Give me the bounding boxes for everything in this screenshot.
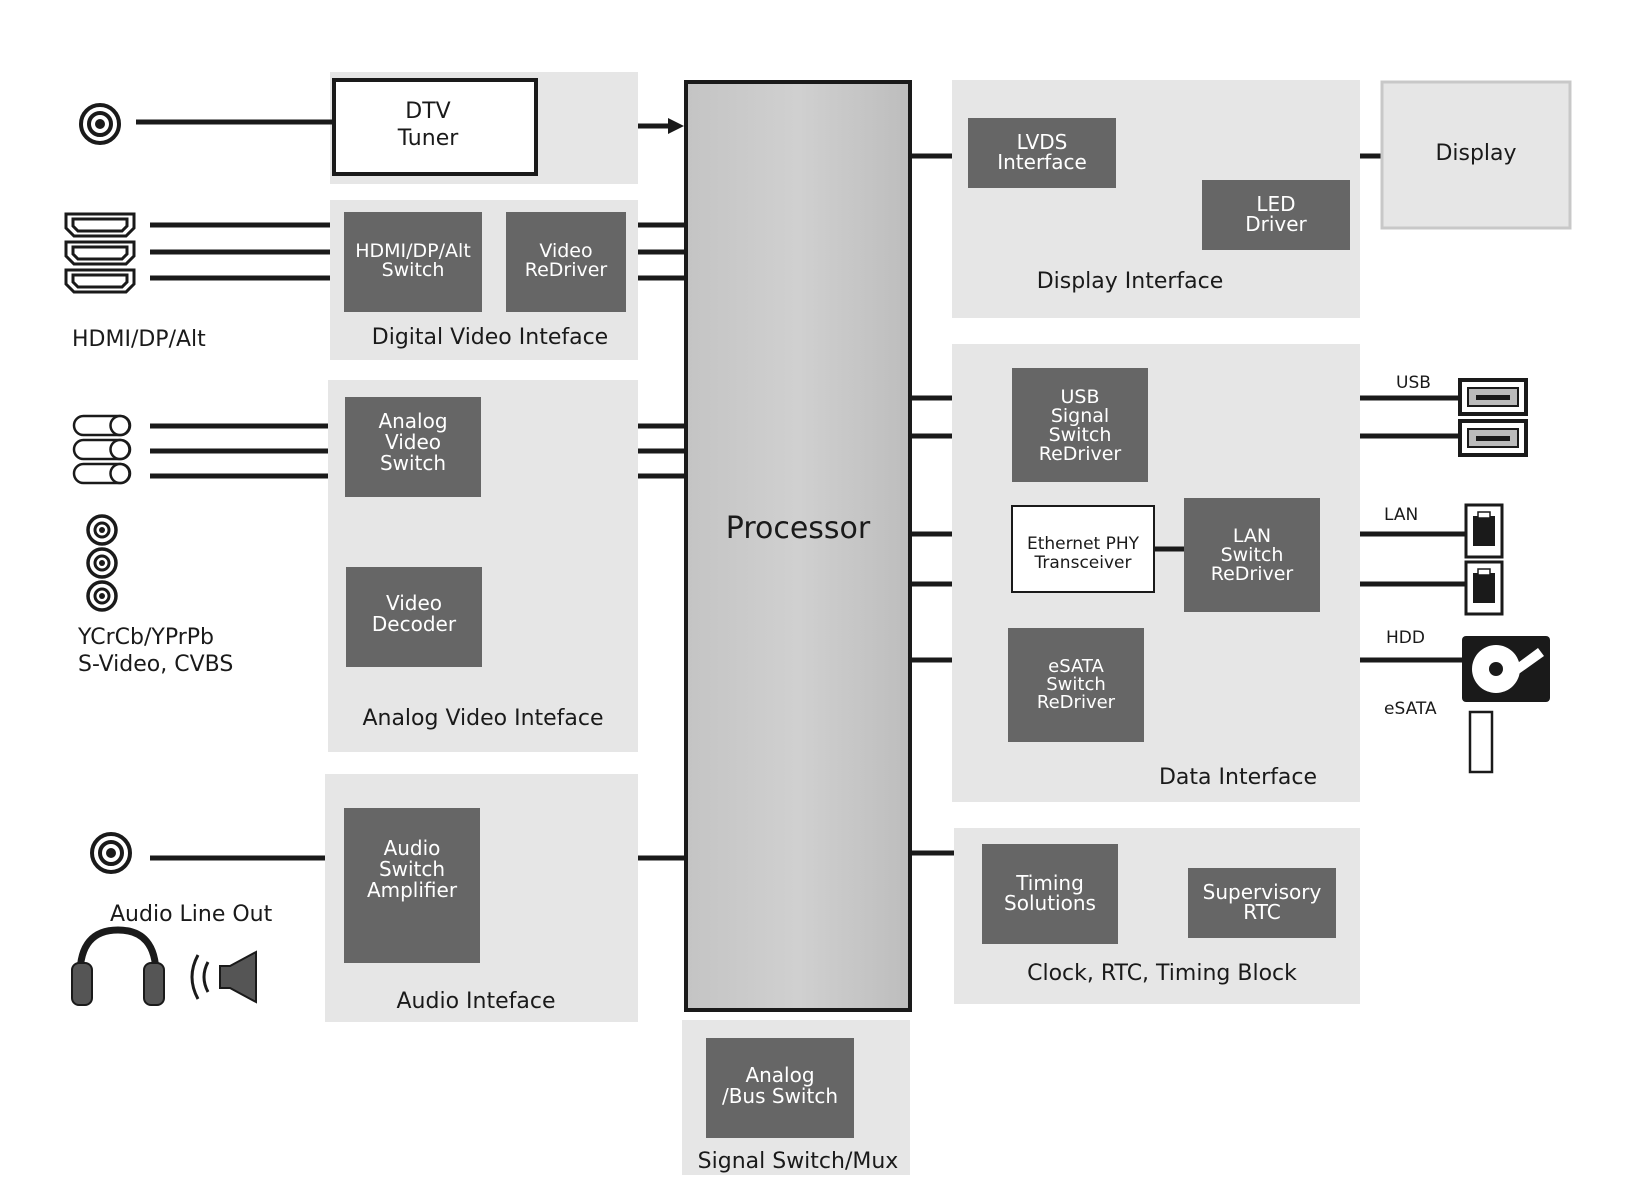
video-redriver-line-2: ReDriver [525,259,608,281]
esata-redriver-chip [1008,628,1144,742]
usb-line-3: Switch [1049,424,1112,446]
lan-port-icon [1464,503,1504,616]
lan-redriver-chip [1184,498,1320,612]
analog-bus-switch-chip [706,1038,854,1138]
display-interface-title: Display Interface [1037,269,1224,294]
processor-block [684,80,912,1012]
lvds-line-1: LVDS [1017,130,1068,154]
display-label: Display [1435,141,1516,166]
hdmi-connector-icon [64,212,136,294]
headphones-icon [71,926,165,1006]
timing-line-2: Solutions [1004,891,1096,915]
usb-port-label: USB [1396,373,1431,393]
analog-switch-line-3: Switch [380,451,446,475]
clock-block-title: Clock, RTC, Timing Block [1027,961,1297,986]
ethernet-line-1: Ethernet PHY [1027,534,1140,554]
svideo-connector-icon [72,414,132,485]
signal-switch-title: Signal Switch/Mux [698,1149,899,1174]
display-box [1380,80,1572,230]
analog-switch-line-1: Analog [378,409,447,433]
esata-line-1: eSATA [1048,656,1104,677]
led-driver-chip [1202,180,1350,250]
hdd-port-label: HDD [1386,628,1425,648]
rtc-line-1: Supervisory [1203,880,1322,904]
hdmi-switch-line-1: HDMI/DP/Alt [355,240,471,262]
usb-redriver-chip [1012,368,1148,482]
esata-line-2: Switch [1046,674,1106,695]
lan-line-1: LAN [1233,525,1271,547]
usb-port-icon [1458,378,1528,457]
supervisory-rtc-chip [1188,868,1336,938]
bus-switch-line-2: /Bus Switch [722,1084,838,1108]
usb-line-2: Signal [1051,405,1109,427]
analog-input-label-1: YCrCb/YPrPb [77,625,214,650]
ethernet-phy-box [1011,505,1155,593]
lvds-interface-chip [968,118,1116,188]
audio-amp-chip [344,808,480,963]
led-line-1: LED [1256,192,1295,216]
video-redriver-chip [506,212,626,312]
esata-port-icon [1468,710,1494,774]
hdmi-switch-chip [344,212,482,312]
video-redriver-line-1: Video [539,240,592,262]
dtv-tuner-box [332,78,538,176]
analog-switch-line-2: Video [385,430,441,454]
rca-connector-icon [86,514,118,612]
esata-port-label: eSATA [1384,699,1437,719]
decoder-line-1: Video [386,591,442,615]
tuner-line-2: Tuner [397,126,460,151]
lan-port-label: LAN [1384,505,1418,525]
data-interface-title: Data Interface [1159,765,1317,790]
analog-video-switch-chip [345,397,481,497]
coax-connector-icon [79,103,121,145]
audio-jack-icon [90,832,132,874]
audio-amp-line-1: Audio [384,836,441,860]
video-decoder-chip [346,567,482,667]
hdd-icon [1462,636,1550,702]
lan-line-3: ReDriver [1211,563,1294,585]
audio-title: Audio Inteface [397,989,556,1014]
hdmi-switch-line-2: Switch [382,259,445,281]
tuner-arrow-head [668,118,684,134]
analog-input-label-2: S-Video, CVBS [78,652,233,677]
usb-line-4: ReDriver [1039,443,1122,465]
esata-line-3: ReDriver [1037,692,1116,713]
digital-video-title: Digital Video Inteface [372,325,608,350]
timing-line-1: Timing [1015,871,1084,895]
led-line-2: Driver [1245,212,1307,236]
tuner-line-1: DTV [405,99,450,124]
hdmi-label: HDMI/DP/Alt [72,327,206,352]
rtc-line-2: RTC [1243,900,1280,924]
audio-amp-line-2: Switch [379,857,445,881]
ethernet-line-2: Transceiver [1034,553,1132,573]
audio-amp-line-3: Amplifier [367,878,458,902]
bus-switch-line-1: Analog [745,1063,814,1087]
lvds-line-2: Interface [997,150,1087,174]
analog-video-title: Analog Video Inteface [362,706,603,731]
audio-line-out-label: Audio Line Out [110,902,273,927]
decoder-line-2: Decoder [372,612,457,636]
processor-label: Processor [726,511,871,546]
speaker-icon [190,950,257,1004]
usb-line-1: USB [1060,386,1099,408]
lan-line-2: Switch [1221,544,1284,566]
timing-solutions-chip [982,844,1118,944]
